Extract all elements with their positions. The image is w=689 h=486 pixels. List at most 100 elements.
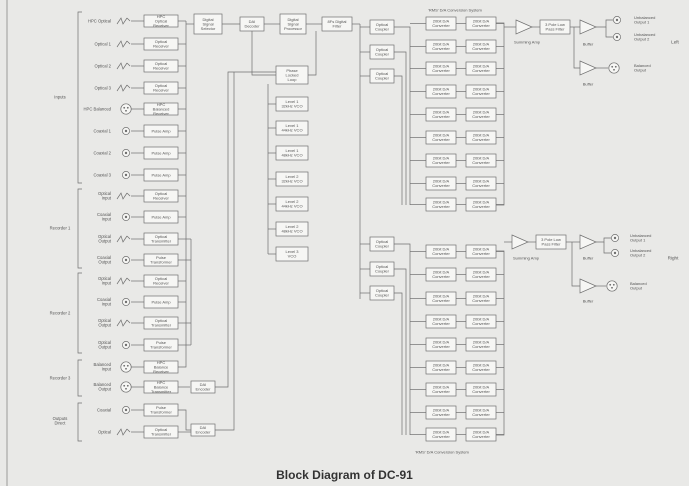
optical-coupler-2 <box>369 44 395 60</box>
coaxial-jack-icon-center <box>124 343 128 347</box>
input-block-6 <box>143 124 179 138</box>
buffer-right-1 <box>579 234 597 250</box>
digital-signal-selector <box>193 13 223 35</box>
converter-left-a-9 <box>425 197 457 212</box>
converter-left-a-3 <box>425 61 457 76</box>
input-label-7: Coaxial 2 <box>94 150 112 155</box>
converter-left-a-4 <box>425 84 457 99</box>
converter-left-a-2 <box>425 39 457 54</box>
optical-link-icon-arrow <box>126 235 131 240</box>
vco-4 <box>275 171 309 187</box>
balanced-output-right-xlr-pin <box>611 286 613 289</box>
converter-right-a-1 <box>425 244 457 259</box>
optical-link-icon-arrow <box>126 62 131 67</box>
xlr-connector-icon-pin <box>123 106 126 109</box>
converter-right-a-3 <box>425 291 457 306</box>
input-label-8: Coaxial 3 <box>94 172 112 177</box>
converter-right-a-4 <box>425 314 457 329</box>
converter-bus <box>394 51 407 205</box>
balanced-tap <box>178 302 187 368</box>
dai-encoder-1 <box>190 380 216 394</box>
xlr-connector-icon-pin <box>126 106 129 109</box>
converter-left-b-7 <box>465 153 497 168</box>
converter-right-b-3 <box>465 291 497 306</box>
vco-5 <box>275 196 309 212</box>
unbalanced-output-2-jack-left-center <box>615 35 619 39</box>
group-recorder-2-label: Recorder 2 <box>50 310 71 315</box>
digital-signal-processor <box>279 13 307 35</box>
converter-bus <box>394 243 411 435</box>
input-block-17 <box>143 360 179 374</box>
input-block-3 <box>143 59 179 73</box>
xlr-connector-icon <box>120 361 132 373</box>
input-block-2 <box>143 37 179 51</box>
unbalanced-output-1-jack-right-center <box>613 236 617 240</box>
vco-7 <box>275 246 309 262</box>
balanced-output-left-xlr-pin <box>614 65 617 68</box>
eight-fs-digital-filter <box>321 16 353 32</box>
output-wire <box>596 19 613 28</box>
system-label-top: 'RMS' D/A Conversion System <box>428 7 482 12</box>
optical-link-icon-arrow <box>126 40 131 45</box>
converter-left-b-8 <box>465 176 497 191</box>
output-wire <box>603 242 611 254</box>
outputs-direct-wire <box>178 409 191 431</box>
summing-amp-right <box>511 234 529 250</box>
output-wire <box>573 27 580 69</box>
summing-amp-left <box>515 19 533 35</box>
balanced-output-left-xlr-pin <box>611 65 614 68</box>
converter-right-b-9 <box>465 427 497 442</box>
output-wire <box>605 27 613 38</box>
vco-1 <box>275 96 309 112</box>
buffer-left-1 <box>579 19 597 35</box>
buffer-right-1-label: Buffer <box>583 255 594 260</box>
input-block-1 <box>143 14 179 28</box>
coaxial-jack-icon-center <box>124 173 128 177</box>
input-block-11 <box>143 232 179 246</box>
optical-coupler-1 <box>369 19 395 35</box>
optical-link-icon <box>116 428 128 436</box>
converter-right-a-5 <box>425 337 457 352</box>
coaxial-jack-icon-center <box>124 215 128 219</box>
input-block-6-label: Pulse Amp <box>151 128 171 133</box>
balanced-output-left-xlr <box>608 62 620 74</box>
dai-decoder <box>239 16 265 32</box>
